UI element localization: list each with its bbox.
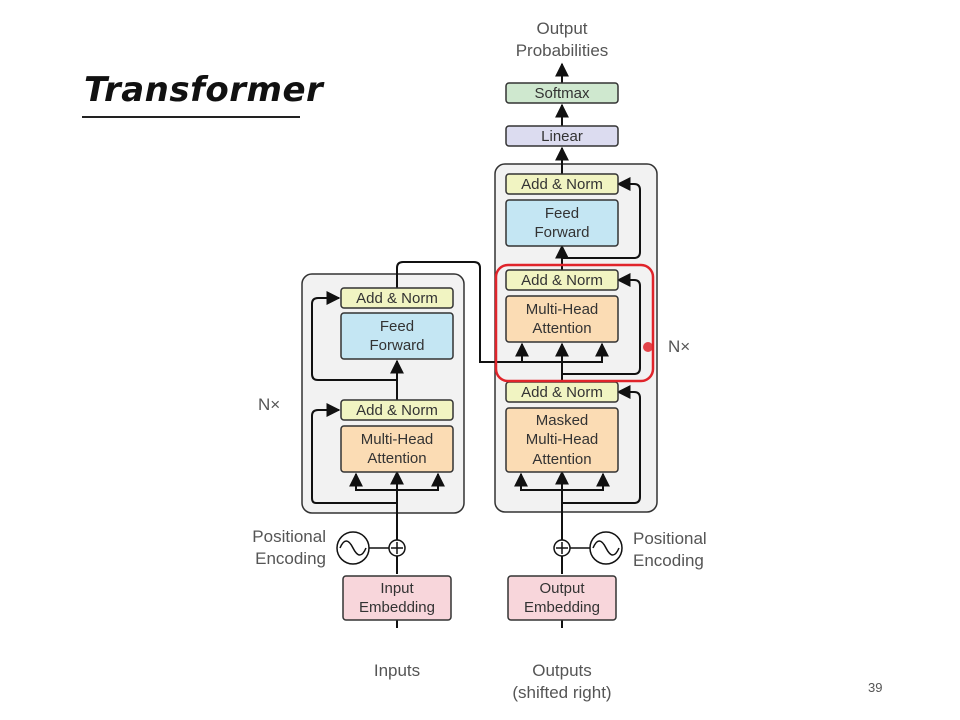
input-embedding-box	[342, 575, 452, 621]
encoder-add-norm-bottom-label: Add & Norm	[356, 402, 438, 419]
page-number: 39	[868, 680, 883, 695]
encoder-residual-2	[311, 291, 397, 381]
output-embedding-label-1: Output	[539, 580, 585, 597]
decoder-positional-label-1: Positional	[633, 529, 707, 548]
encoder-add-norm-bottom	[340, 399, 454, 421]
encoder-positional-label-1: Positional	[252, 527, 326, 546]
slide-title: Transformer	[84, 70, 324, 110]
decoder-add-norm-mid	[505, 269, 619, 291]
outputs-label-2: (shifted right)	[512, 683, 611, 702]
inputs-label: Inputs	[374, 661, 420, 680]
output-probabilities-label-1: Output	[536, 19, 587, 38]
decoder-cross-attention	[505, 295, 619, 343]
softmax-box	[505, 82, 619, 104]
encoder-multi-head-attention	[340, 425, 454, 473]
encoder-repeat-label: N×	[258, 395, 280, 414]
decoder-masked-label-2: Multi-Head	[526, 431, 599, 448]
decoder-cross-attn-label-1: Multi-Head	[526, 301, 599, 318]
laser-pointer-dot	[643, 342, 653, 352]
softmax-label: Softmax	[534, 85, 590, 102]
encoder-wave-path	[339, 540, 367, 556]
title-underline	[82, 116, 300, 118]
decoder-residual-1	[562, 385, 641, 504]
input-embedding-label-2: Embedding	[359, 599, 435, 616]
decoder-repeat-label: N×	[668, 337, 690, 356]
decoder-add-icon-cross	[556, 542, 568, 554]
encoder-to-decoder-line	[396, 261, 609, 363]
outputs-label-1: Outputs	[532, 661, 592, 680]
decoder-residual-2	[562, 273, 641, 375]
output-embedding-box	[507, 575, 617, 621]
decoder-residual-3	[562, 177, 641, 259]
input-embedding-label-1: Input	[380, 580, 414, 597]
linear-label: Linear	[541, 128, 583, 145]
encoder-attn-label-2: Attention	[367, 450, 426, 467]
decoder-cross-attn-label-2: Attention	[532, 320, 591, 337]
encoder-add-norm-top-label: Add & Norm	[356, 290, 438, 307]
cross-attention-highlight	[494, 263, 655, 383]
encoder-positional-label-2: Encoding	[255, 549, 326, 568]
decoder-masked-label-1: Masked	[536, 412, 589, 429]
decoder-ff-label-2: Forward	[534, 224, 589, 241]
encoder-add-norm-top	[340, 287, 454, 309]
decoder-add-norm-top-label: Add & Norm	[521, 176, 603, 193]
encoder-ff-label-2: Forward	[369, 337, 424, 354]
encoder-residual-1	[311, 403, 397, 504]
decoder-masked-attention	[505, 407, 619, 473]
decoder-positional-label-2: Encoding	[633, 551, 704, 570]
decoder-ff-label-1: Feed	[545, 205, 579, 222]
output-probabilities-label-2: Probabilities	[516, 41, 609, 60]
encoder-add-icon-cross	[391, 542, 403, 554]
decoder-add-norm-top	[505, 173, 619, 195]
decoder-wave-path	[592, 540, 620, 556]
encoder-ff-label-1: Feed	[380, 318, 414, 335]
decoder-masked-label-3: Attention	[532, 451, 591, 468]
encoder-attn-label-1: Multi-Head	[361, 431, 434, 448]
decoder-add-norm-mid-label: Add & Norm	[521, 272, 603, 289]
encoder-feed-forward	[340, 312, 454, 360]
output-embedding-label-2: Embedding	[524, 599, 600, 616]
encoder-stack	[301, 273, 465, 514]
decoder-add-norm-bottom-label: Add & Norm	[521, 384, 603, 401]
decoder-feed-forward	[505, 199, 619, 247]
linear-box	[505, 125, 619, 147]
